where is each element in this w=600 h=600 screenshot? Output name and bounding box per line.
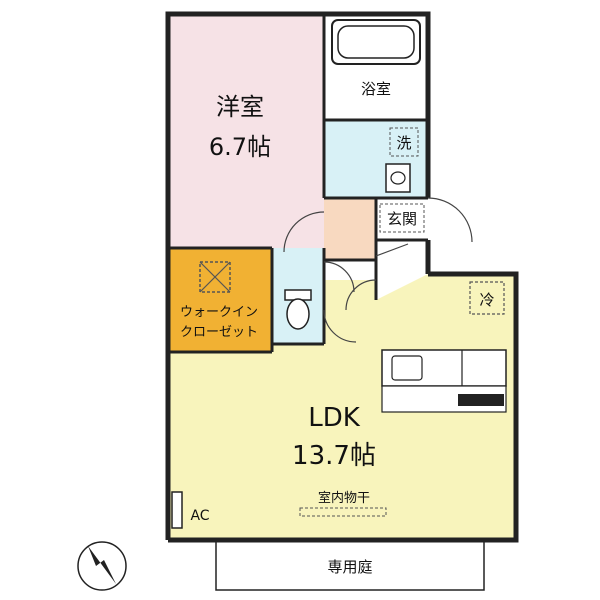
wash-basin-bowl <box>390 171 406 185</box>
washroom-label-box <box>389 127 419 157</box>
storage-box <box>199 261 231 293</box>
western-room-label: 洋室 <box>216 93 264 121</box>
garden-area <box>215 539 485 591</box>
bathtub <box>331 19 421 65</box>
indoor-drying-label: 室内物干 <box>318 490 370 506</box>
compass-icon <box>77 541 127 591</box>
fridge-box <box>469 281 505 315</box>
ac-unit <box>171 491 183 529</box>
ldk-size: 13.7帖 <box>292 441 376 471</box>
fridge-label: 冷 <box>479 291 494 309</box>
bathroom-label: 浴室 <box>361 80 391 98</box>
entrance-label: 玄関 <box>387 210 417 228</box>
storage-box-cross-2 <box>199 261 231 293</box>
walls <box>165 11 519 543</box>
toilet-bowl <box>286 298 310 330</box>
ldk-area <box>168 274 516 540</box>
washroom-label: 洗 <box>396 134 411 152</box>
entrance-area <box>324 198 376 260</box>
western-room-area <box>168 14 324 248</box>
kitchen-appliance <box>458 394 504 406</box>
interior-walls <box>168 14 428 354</box>
closet-label-line2: クローゼット <box>180 325 258 340</box>
door-swings <box>283 197 473 343</box>
closet-label-line1: ウォークイン <box>180 305 258 320</box>
ac-label: AC <box>190 508 209 524</box>
ldk-label: LDK <box>308 403 361 433</box>
wash-basin <box>385 163 411 193</box>
entrance-label-box <box>379 203 425 233</box>
closet-area <box>168 248 272 352</box>
genkan-area <box>376 198 428 240</box>
washroom-area <box>324 120 428 198</box>
indoor-drying-bar <box>299 507 387 517</box>
western-room-size: 6.7帖 <box>209 133 271 161</box>
kitchen-sink <box>391 355 423 381</box>
garden-label: 専用庭 <box>327 558 372 576</box>
bathtub-inner <box>337 25 415 59</box>
